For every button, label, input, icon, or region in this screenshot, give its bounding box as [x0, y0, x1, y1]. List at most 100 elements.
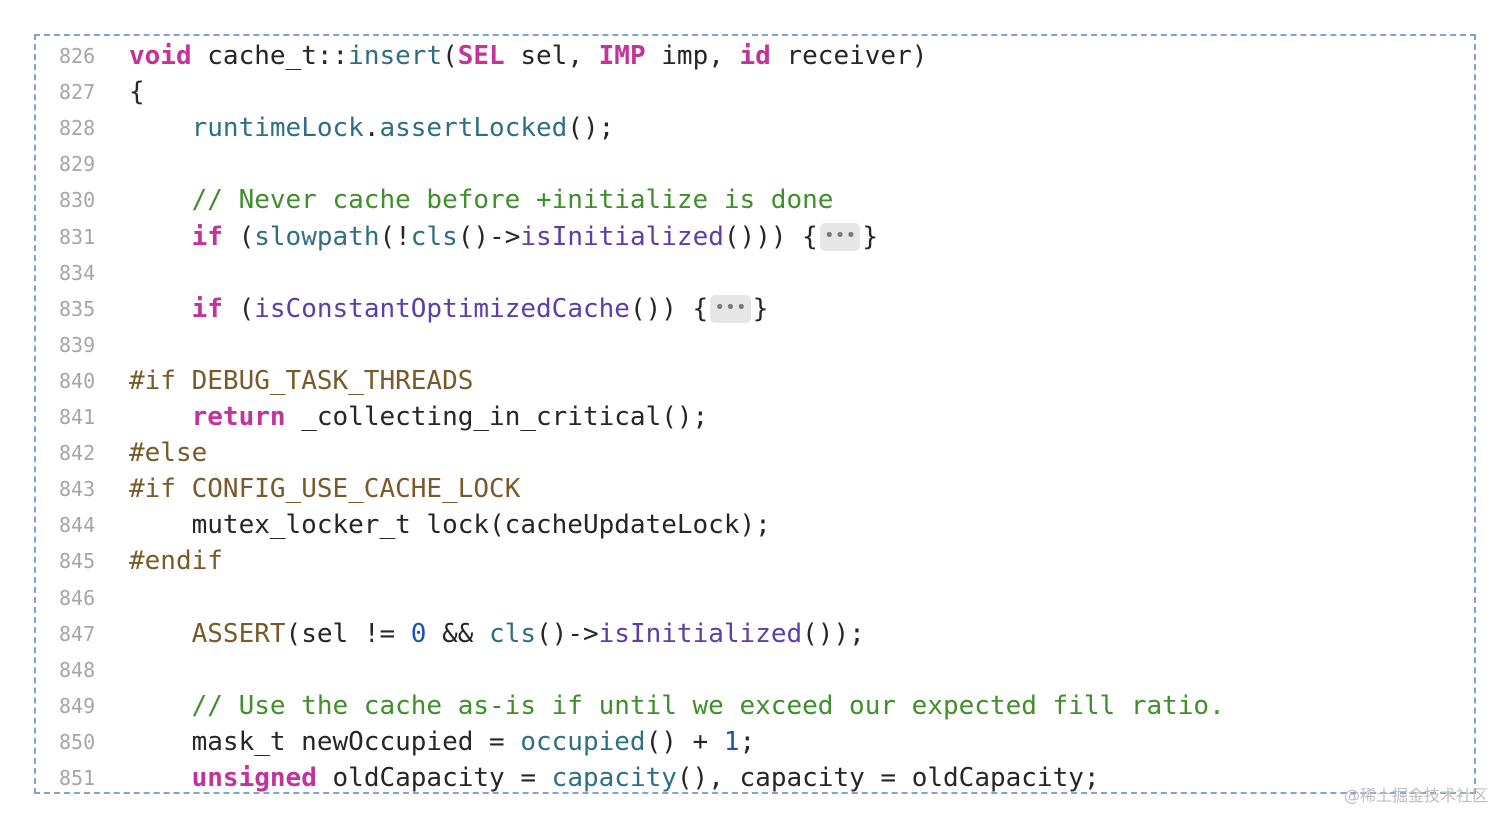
code-text: // Use the cache as-is if until we excee…	[129, 688, 1225, 724]
code-token: (!	[379, 221, 411, 252]
line-number[interactable]: 826	[59, 44, 96, 68]
code-token: {	[129, 77, 145, 108]
code-token	[129, 294, 192, 324]
code-token: if	[191, 221, 223, 252]
code-token: mask_t newOccupied =	[129, 726, 521, 757]
line-number[interactable]: 828	[59, 116, 96, 141]
code-token	[129, 619, 192, 649]
code-token: unsigned	[191, 763, 317, 793]
code-token: occupied	[520, 726, 646, 757]
code-token: (), capacity = oldCapacity;	[676, 763, 1100, 793]
code-token: &&	[426, 618, 490, 649]
line-number[interactable]: 834	[59, 260, 96, 285]
code-token: cls	[489, 618, 537, 649]
code-token: slowpath	[254, 221, 380, 252]
code-token: }	[752, 293, 769, 324]
line-number[interactable]: 848	[59, 657, 96, 682]
line-number[interactable]: 844	[59, 513, 96, 538]
code-token: if	[191, 293, 223, 324]
code-text: if (slowpath(!cls()->isInitialized())) {…	[129, 219, 878, 255]
line-number[interactable]: 827	[59, 80, 96, 105]
code-token	[129, 222, 192, 252]
line-number[interactable]: 835	[59, 296, 96, 321]
line-number[interactable]: 839	[59, 332, 96, 357]
code-token: return	[191, 402, 286, 432]
code-text: // Never cache before +initialize is don…	[129, 182, 834, 218]
code-token: _collecting_in_critical();	[285, 402, 709, 432]
code-token: CONFIG_USE_CACHE_LOCK	[191, 474, 521, 505]
code-token: #if	[129, 474, 192, 505]
code-token: ());	[802, 618, 865, 649]
code-token: assertLocked	[379, 113, 568, 144]
code-text: void cache_t::insert(SEL sel, IMP imp, i…	[129, 38, 927, 74]
code-token: cls	[410, 221, 458, 252]
line-number[interactable]: 849	[59, 693, 96, 718]
code-fold-button[interactable]: •••	[819, 223, 861, 251]
code-token: // Use the cache as-is if until we excee…	[129, 690, 1225, 721]
watermark: @稀土掘金技术社区	[1343, 786, 1488, 805]
code-token: cache_t::	[191, 41, 349, 71]
code-text: mask_t newOccupied = occupied() + 1;	[129, 724, 756, 760]
code-token: // Never cache before +initialize is don…	[129, 185, 834, 216]
code-token	[129, 763, 192, 793]
code-token: isInitialized	[598, 618, 803, 649]
line-number[interactable]: 841	[59, 405, 96, 429]
line-number[interactable]: 829	[59, 152, 96, 177]
code-token: capacity	[551, 763, 677, 793]
code-token: (	[222, 293, 255, 324]
code-token: (sel !=	[285, 618, 411, 649]
code-token: ASSERT	[191, 618, 286, 649]
code-token: 0	[410, 618, 427, 649]
code-text: mutex_locker_t lock(cacheUpdateLock);	[129, 507, 771, 543]
line-number[interactable]: 831	[59, 224, 96, 249]
line-number[interactable]: 851	[59, 766, 96, 790]
code-token: ();	[567, 113, 615, 144]
line-number[interactable]: 842	[59, 441, 96, 466]
line-number[interactable]: 850	[59, 729, 96, 754]
code-token: id	[739, 41, 771, 71]
code-token: DEBUG_TASK_THREADS	[191, 365, 474, 396]
code-token: SEL	[457, 41, 505, 71]
code-token: receiver)	[770, 41, 928, 71]
code-token: insert	[348, 41, 443, 71]
line-number[interactable]: 845	[59, 549, 96, 574]
code-text: #else	[129, 435, 207, 471]
code-token: imp,	[645, 41, 740, 71]
line-number[interactable]: 847	[59, 621, 96, 646]
code-text: #if CONFIG_USE_CACHE_LOCK	[129, 471, 520, 507]
code-text: unsigned oldCapacity = capacity(), capac…	[129, 760, 1100, 796]
code-token: }	[862, 221, 878, 252]
code-token: .	[363, 113, 380, 144]
code-text: ASSERT(sel != 0 && cls()->isInitialized(…	[129, 616, 865, 652]
code-token: (	[222, 221, 255, 252]
code-token: 1	[723, 726, 740, 757]
line-number[interactable]: 846	[59, 585, 96, 610]
code-token: mutex_locker_t lock(cacheUpdateLock);	[129, 510, 771, 541]
code-token: isInitialized	[520, 221, 724, 252]
code-text: #if DEBUG_TASK_THREADS	[129, 363, 473, 399]
code-token: #else	[129, 438, 208, 469]
code-token	[129, 402, 192, 432]
code-token: ()->	[536, 618, 599, 649]
code-frame	[34, 34, 1476, 794]
code-token: #endif	[129, 546, 223, 577]
line-number[interactable]: 843	[59, 477, 96, 502]
code-token: IMP	[598, 41, 646, 71]
code-token: ()) {	[629, 293, 709, 324]
code-text: return _collecting_in_critical();	[129, 399, 709, 435]
line-number[interactable]: 840	[59, 368, 96, 393]
code-text: #endif	[129, 543, 223, 579]
code-token: #if	[129, 365, 192, 396]
line-number[interactable]: 830	[59, 188, 96, 213]
code-token: oldCapacity =	[316, 763, 552, 793]
code-fold-button[interactable]: •••	[710, 295, 751, 324]
code-token: () +	[645, 726, 724, 757]
code-token: void	[129, 41, 192, 71]
code-token: ())) {	[723, 221, 818, 252]
code-token: (	[442, 41, 458, 71]
code-token: sel,	[504, 41, 599, 71]
code-text: if (isConstantOptimizedCache()) {•••}	[129, 291, 769, 327]
code-text: runtimeLock.assertLocked();	[129, 110, 615, 146]
code-token	[129, 113, 192, 143]
code-token: ;	[739, 726, 756, 757]
